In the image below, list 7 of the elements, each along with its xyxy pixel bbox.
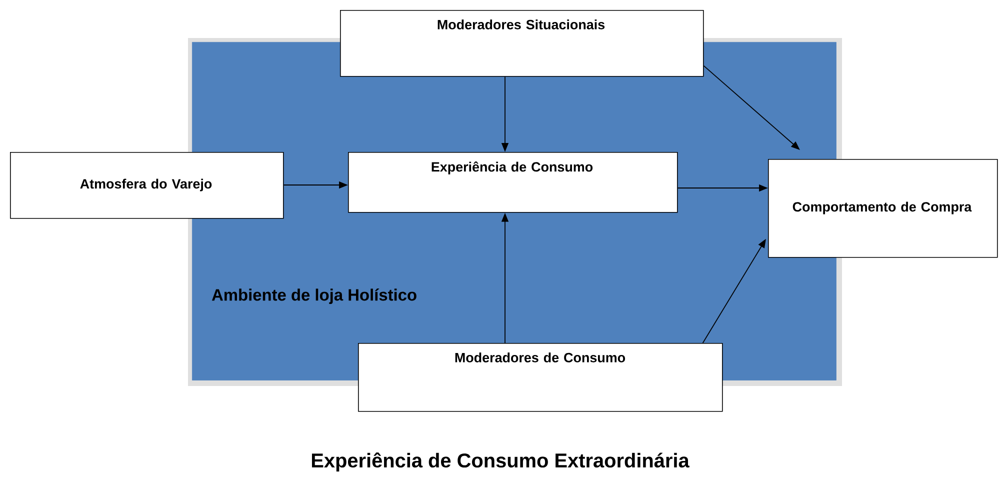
process-box: Comportamento de Compra	[768, 159, 998, 258]
caption: Experiência de Consumo Extraordinária	[312, 452, 690, 472]
arrow	[703, 65, 800, 150]
process-box: Atmosfera do Varejo	[10, 152, 284, 219]
process-box: Moderadores Situacionais	[340, 10, 704, 77]
process-box: Experiência de Consumo	[348, 152, 678, 213]
process-box: Moderadores de Consumo	[358, 343, 723, 412]
